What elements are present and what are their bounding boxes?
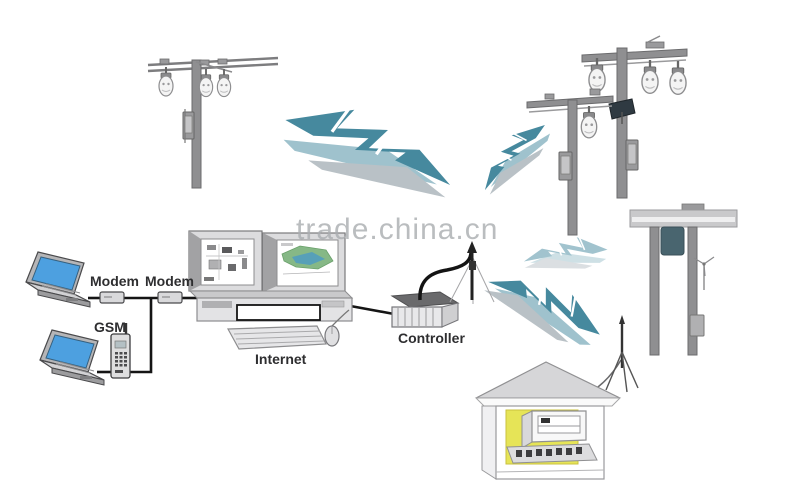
label-modem-1: Modem (90, 273, 139, 289)
pole-bottom-right-equipment-box (689, 314, 705, 337)
pole-bottom-right (629, 203, 738, 356)
monitor-left (188, 230, 263, 292)
mouse (324, 309, 350, 347)
equipment-house (474, 361, 622, 480)
laptop-2 (39, 329, 105, 386)
controller-box (390, 291, 460, 328)
pole-top-left (147, 56, 279, 189)
transformer (660, 226, 685, 256)
crossarm-bracket (645, 35, 665, 49)
watermark-text: trade.china.cn (296, 213, 499, 246)
monitor-right (262, 232, 346, 293)
pole-mid-right (526, 88, 614, 236)
house-equipment-box (521, 410, 587, 449)
map-screen-content (281, 243, 334, 275)
modem-box-2 (157, 291, 183, 304)
label-internet: Internet (255, 351, 307, 367)
laptop-1 (25, 251, 91, 308)
pole-mid-right-equipment-box (558, 151, 573, 181)
label-controller: Controller (398, 330, 465, 346)
keyboard (227, 325, 327, 350)
desktop-computer (188, 230, 354, 350)
pole-top-right (581, 35, 688, 199)
computer-case (188, 290, 354, 322)
terminal-strip (506, 443, 598, 464)
antenna-mast (418, 241, 495, 304)
gsm-phone (110, 323, 131, 379)
pole-top-right-equipment-box (625, 139, 639, 171)
pole-top-left-equipment-box (182, 109, 195, 143)
label-modem-2: Modem (145, 273, 194, 289)
solar-panel (608, 98, 636, 124)
wind-turbine-icon (693, 256, 715, 290)
modem-box-1 (99, 291, 125, 304)
lightning-bolt-top (275, 92, 464, 200)
lightning-bolt-right (466, 113, 559, 197)
schematic-screen-content (204, 244, 248, 281)
lightning-bolt-middle (522, 233, 609, 272)
label-gsm: GSM (94, 319, 126, 335)
connection-lines (88, 296, 395, 374)
